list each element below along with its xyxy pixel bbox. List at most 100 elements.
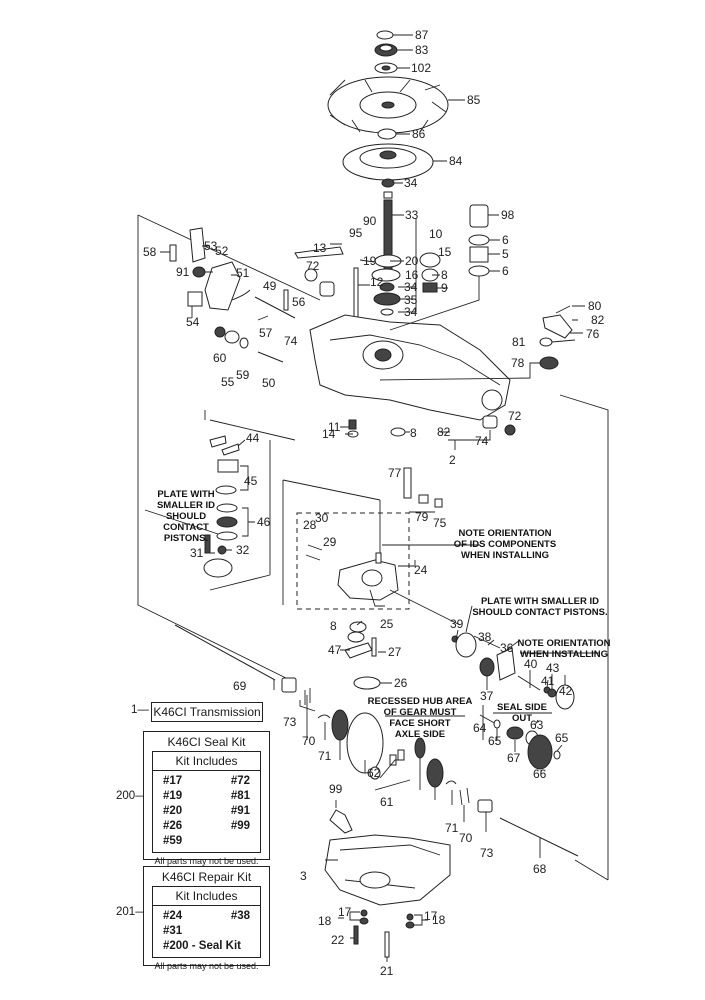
callout-84: 84 (449, 154, 463, 168)
callout-73b: 73 (480, 846, 494, 860)
pulley-84 (342, 143, 434, 181)
arm-52 (204, 261, 241, 311)
callout-29: 29 (323, 535, 337, 549)
bolt-22 (353, 925, 359, 945)
callout-5: 5 (502, 247, 509, 261)
plate-47 (344, 642, 373, 659)
bearing-46 (216, 516, 238, 528)
ring-45 (215, 485, 237, 495)
kit-item: #26 (163, 820, 183, 832)
callout-2: 2 (449, 453, 456, 467)
callout-40: 40 (524, 657, 538, 671)
svg-text:FACE SHORT: FACE SHORT (389, 718, 450, 729)
port-24 (361, 569, 383, 587)
callout-8: 8 (441, 268, 448, 282)
callout-41: 41 (541, 674, 555, 688)
callout-19: 19 (363, 254, 377, 268)
nut-18b (405, 921, 415, 929)
callout-72: 72 (306, 259, 320, 273)
washer-102 (374, 62, 398, 74)
plate-36 (496, 647, 516, 681)
callout-34b: 34 (404, 280, 418, 294)
ids-components-box (296, 512, 410, 610)
callout-85: 85 (467, 93, 481, 107)
bushing-98 (469, 204, 489, 228)
bearing-35 (373, 292, 401, 306)
arm-53 (189, 227, 206, 263)
seal-kit-title: K46CI Seal Kit (167, 735, 246, 749)
seal-72b (504, 424, 516, 436)
callout-25: 25 (380, 617, 394, 631)
callout-43: 43 (546, 661, 560, 675)
callout-14: 14 (322, 427, 336, 441)
callout-11: 11 (328, 420, 341, 434)
callout-95: 95 (349, 226, 363, 240)
callout-78: 78 (511, 356, 525, 370)
lower-case-3 (324, 834, 451, 906)
callout-50: 50 (262, 376, 276, 390)
callout-64: 64 (473, 721, 487, 735)
shaft-50 (257, 351, 284, 363)
callout-77: 77 (388, 466, 402, 480)
callout-87: 87 (415, 28, 429, 42)
svg-text:SMALLER ID: SMALLER ID (157, 500, 215, 511)
washer-59 (239, 337, 249, 349)
o-ring-8c-a (349, 621, 367, 633)
housing-2 (309, 314, 511, 421)
repair-kit-items: #24 #38 #31 #200 - Seal Kit (153, 906, 260, 957)
pin-24 (375, 552, 382, 564)
callout-53: 53 (204, 239, 218, 253)
axle-69 (174, 624, 276, 681)
frame-pump (209, 419, 296, 441)
gear-small (414, 737, 426, 759)
callout-82: 82 (591, 313, 605, 327)
seal-kit-items: #17 #72 #19 #81 #20 #91 #26 #99 #59 (153, 771, 260, 852)
shaft-49 (254, 296, 296, 319)
repair-kit-box: K46CI Repair Kit Kit Includes #24 #38 #3… (143, 866, 270, 971)
bushing-5 (469, 246, 489, 263)
svg-text:WHEN INSTALLING: WHEN INSTALLING (461, 550, 549, 561)
svg-text:PLATE WITH SMALLER ID: PLATE WITH SMALLER ID (481, 596, 599, 607)
block-45 (217, 459, 239, 473)
callout-42: 42 (559, 684, 573, 698)
callout-70a: 70 (302, 734, 316, 748)
callout-91: 91 (176, 265, 190, 279)
motor-block (455, 632, 477, 658)
callout-12: 12 (370, 275, 384, 289)
callout-18a: 18 (318, 914, 332, 928)
block-75 (434, 498, 443, 508)
o-ring-8c-b (347, 631, 365, 643)
svg-text:WHEN INSTALLING: WHEN INSTALLING (520, 649, 608, 660)
link-51 (231, 289, 251, 301)
svg-text:PISTONS.: PISTONS. (164, 533, 208, 544)
callout-9: 9 (441, 281, 448, 295)
frame-line-right (559, 394, 609, 880)
cylinder-block (203, 558, 233, 578)
washer-34 (379, 282, 395, 292)
washer-71a (317, 714, 331, 719)
frame-line-left (137, 215, 291, 681)
callout-24: 24 (414, 563, 428, 577)
callout-35: 35 (404, 293, 418, 307)
key (383, 191, 393, 199)
clip-70b (459, 787, 470, 806)
svg-text:RECESSED HUB AREA: RECESSED HUB AREA (368, 696, 473, 707)
callout-71b: 71 (445, 821, 459, 835)
bolt-21 (384, 931, 390, 958)
nut-83 (374, 43, 398, 57)
repair-kit-ref: 201— (116, 906, 147, 918)
callout-20: 20 (405, 254, 419, 268)
washer-55 (224, 330, 240, 344)
callout-32: 32 (236, 543, 250, 557)
kit-item: #17 (163, 775, 183, 787)
check-valve-28 (307, 544, 323, 551)
callout-60: 60 (213, 351, 227, 365)
callout-18b: 18 (432, 913, 446, 927)
shoe-44b (221, 443, 240, 456)
callout-21: 21 (380, 964, 394, 978)
svg-text:NOTE ORIENTATION: NOTE ORIENTATION (517, 638, 610, 649)
callout-63: 63 (530, 718, 544, 732)
callout-80: 80 (588, 299, 602, 313)
kit-item: #72 (230, 775, 250, 787)
kit-item: #59 (163, 835, 183, 847)
